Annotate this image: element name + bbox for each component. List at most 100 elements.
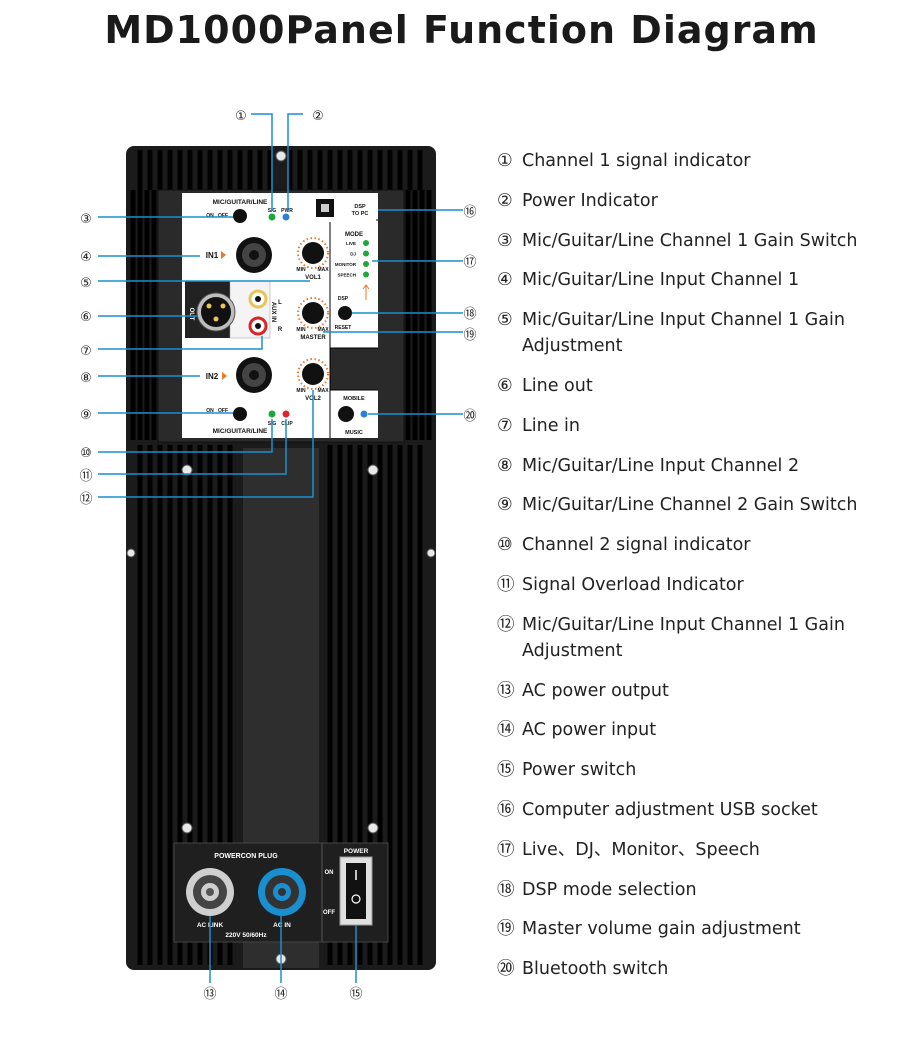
master-knob[interactable]	[302, 302, 324, 324]
ch2-gain-switch[interactable]	[233, 407, 247, 421]
ch1-label: MIC/GUITAR/LINE	[213, 199, 268, 206]
vol2-max: MAX	[317, 388, 329, 394]
fin	[157, 150, 163, 190]
fin	[367, 150, 373, 190]
fin	[407, 445, 413, 965]
master-max: MAX	[317, 327, 329, 333]
screw	[181, 464, 193, 476]
vol1-knob[interactable]	[302, 242, 324, 264]
dsp-button[interactable]	[338, 306, 352, 320]
legend-number: ⑳	[497, 959, 515, 980]
fin	[297, 150, 303, 190]
legend-number: ⑱	[497, 879, 515, 900]
legend-number: ⑪	[497, 574, 515, 595]
legend-number: ⑭	[497, 720, 515, 741]
legend-number: ⑥	[497, 375, 513, 396]
legend-number: ⑰	[497, 839, 515, 860]
mode-led	[363, 250, 369, 257]
callout-line	[287, 113, 303, 211]
legend-text: Signal Overload Indicator	[522, 574, 744, 595]
fin	[151, 190, 157, 440]
fin	[426, 190, 432, 440]
callout-number: ⑬	[203, 987, 216, 1002]
fin	[157, 445, 163, 965]
ch1-sw-on: ON	[206, 213, 214, 219]
fin	[412, 190, 418, 440]
legend-number: ⑦	[497, 415, 513, 436]
callouts	[98, 113, 463, 983]
legend-number: ⑲	[497, 919, 515, 940]
fin	[387, 150, 393, 190]
legend-text: Live、DJ、Monitor、Speech	[522, 839, 760, 860]
legend-text: Channel 2 signal indicator	[522, 535, 751, 556]
mode-led	[363, 240, 369, 246]
fin	[197, 150, 203, 190]
legend-number: ⑯	[497, 799, 515, 820]
fin	[417, 445, 423, 965]
ch1-gain-switch[interactable]	[233, 209, 247, 223]
off-label: OFF	[323, 910, 335, 916]
fin	[167, 445, 173, 965]
callout-number: ④	[80, 250, 92, 265]
screw	[426, 548, 436, 558]
fin	[387, 445, 393, 965]
mode-led	[363, 261, 369, 267]
in1-label: IN1	[206, 251, 219, 260]
callout-number: ⑪	[79, 469, 92, 484]
ac-in-label: AC IN	[273, 922, 291, 929]
aux-l-label: L	[278, 300, 282, 306]
screw	[126, 548, 136, 558]
fin	[177, 150, 183, 190]
fin	[367, 445, 373, 965]
fin	[207, 445, 213, 965]
callout-number: ⑮	[349, 987, 362, 1002]
legend-item: ⑯ Computer adjustment USB socket	[497, 797, 907, 823]
fin	[327, 445, 333, 965]
callout-line	[98, 336, 263, 350]
ch2-sw-off: OFF	[218, 408, 228, 414]
fin	[357, 445, 363, 965]
vol1-max: MAX	[317, 267, 329, 273]
fin	[337, 445, 343, 965]
fin	[397, 150, 403, 190]
fin	[337, 150, 343, 190]
legend-item: ⑪ Signal Overload Indicator	[497, 572, 907, 598]
fin	[377, 445, 383, 965]
fin	[317, 150, 323, 190]
callout-number: ⑳	[463, 409, 476, 424]
callout-number: ⑧	[80, 371, 92, 386]
legend-text: Channel 1 signal indicator	[522, 151, 751, 171]
callout-number: ⑤	[80, 276, 92, 291]
fin	[307, 150, 313, 190]
fin	[347, 445, 353, 965]
ch2-label: MIC/GUITAR/LINE	[213, 428, 268, 435]
fin	[357, 150, 363, 190]
fin	[217, 150, 223, 190]
callout-number: ⑦	[80, 344, 92, 359]
legend-number: ④	[497, 270, 513, 291]
legend-text: Power switch	[522, 760, 637, 781]
vol1-label: VOL1	[305, 275, 321, 281]
fin	[327, 150, 333, 190]
legend-number: ⑤	[497, 310, 513, 331]
legend-text: Bluetooth switch	[522, 959, 669, 980]
legend-text: Computer adjustment USB socket	[522, 799, 818, 820]
bluetooth-button[interactable]	[338, 406, 354, 422]
mode-item-label: LIVE	[346, 241, 356, 246]
fin	[405, 190, 411, 440]
legend-number: ⑧	[497, 455, 513, 476]
fin	[419, 190, 425, 440]
vol2-knob[interactable]	[302, 363, 324, 385]
fin	[257, 150, 263, 190]
